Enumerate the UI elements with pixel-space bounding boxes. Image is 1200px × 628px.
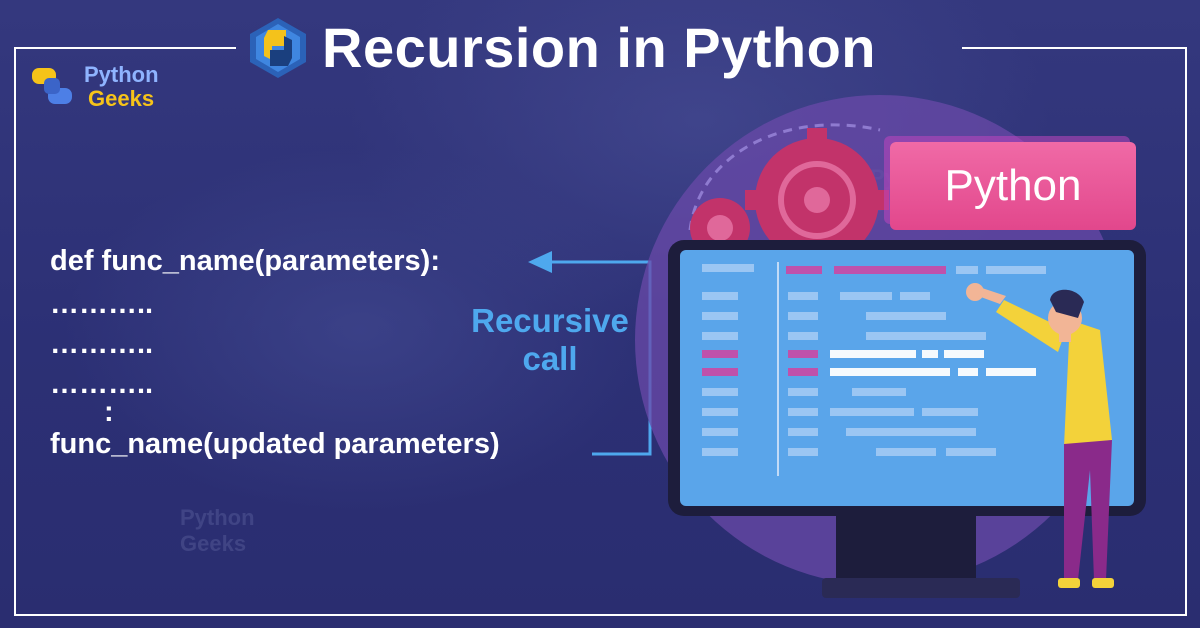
recursive-label-line2: call [522,340,578,377]
brand-name-line1: Python [84,62,159,87]
code-line-call: func_name(updated parameters) [50,428,500,460]
python-logo-icon [250,18,306,78]
frame-left [14,47,16,616]
python-logo-icon [32,68,72,104]
python-badge: Python [890,142,1136,230]
frame-bottom [14,614,1187,616]
page-title: Recursion in Python [322,16,876,79]
frame-top-left [14,47,236,49]
code-line-ellipsis: ……….. [50,288,154,320]
code-line-def: def func_name(parameters): [50,245,440,277]
gear-icon [745,128,889,272]
person-pointing-icon [966,283,1114,588]
frame-top-right [962,47,1187,49]
brand: Python Geeks [28,60,178,116]
frame-right [1185,47,1187,616]
recursive-call-label: Recursive call [455,302,645,378]
code-line-ellipsis: ……….. [50,368,154,400]
recursive-label-line1: Recursive [471,302,629,339]
python-badge-label: Python [944,161,1082,210]
code-line-colon: : [104,396,114,428]
code-line-ellipsis: ……….. [50,328,154,360]
arrow-left-icon [528,251,552,273]
brand-name-line2: Geeks [88,86,155,111]
